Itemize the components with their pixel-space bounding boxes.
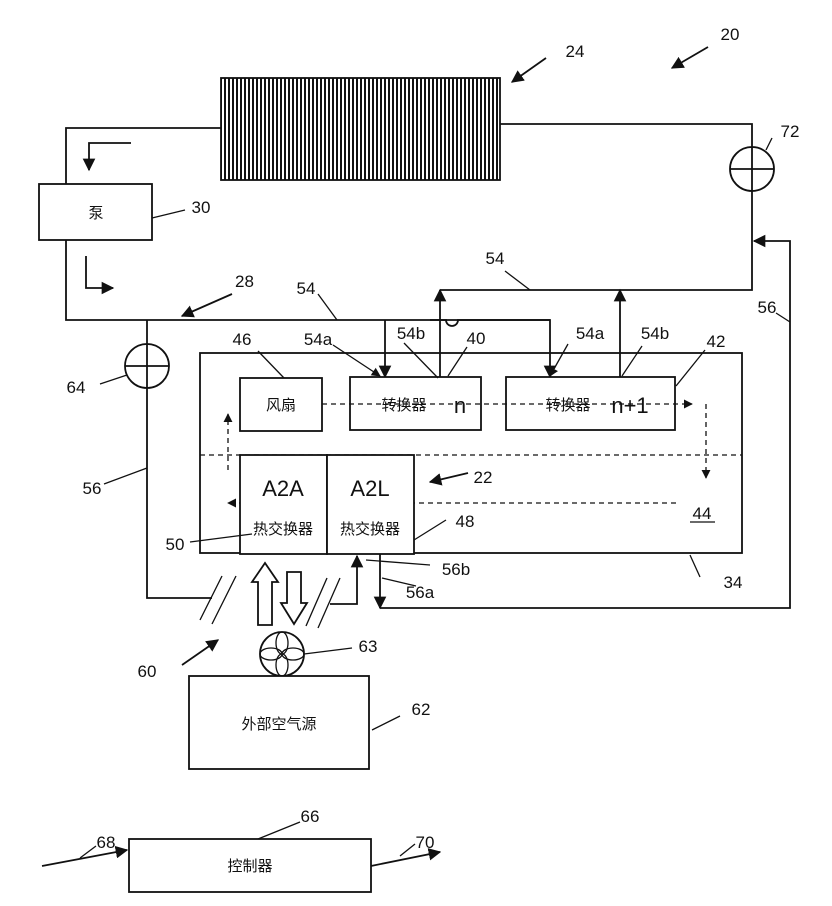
controller-input-arrow — [42, 850, 127, 866]
converter-n-suffix: n — [454, 393, 466, 418]
radiator — [221, 78, 500, 180]
label-42: 42 — [707, 332, 726, 351]
a2a-title: A2A — [262, 476, 304, 501]
converter-n1-label: 转换器 — [545, 396, 590, 414]
label-56b: 56b — [442, 560, 470, 579]
label-68: 68 — [97, 833, 116, 852]
controller-label: 控制器 — [227, 857, 272, 875]
label-63: 63 — [359, 637, 378, 656]
label-28: 28 — [235, 272, 254, 291]
flow-arrow-top — [89, 143, 131, 170]
label-72: 72 — [781, 122, 800, 141]
label-40: 40 — [467, 329, 486, 348]
label-54a-left: 54a — [304, 330, 333, 349]
right-valve-down-line — [440, 191, 752, 290]
left-coolant-line-lower — [66, 240, 385, 320]
flow-arrow-bottom — [86, 256, 113, 288]
label-56-left: 56 — [83, 479, 102, 498]
label-20: 20 — [721, 25, 740, 44]
label-60: 60 — [138, 662, 157, 681]
a2a-exchanger-box — [240, 455, 327, 554]
label-66: 66 — [301, 807, 320, 826]
label-54-top: 54 — [486, 249, 505, 268]
air-up-arrow — [252, 563, 278, 625]
label-34: 34 — [724, 573, 743, 592]
label-48: 48 — [456, 512, 475, 531]
label-62: 62 — [412, 700, 431, 719]
fan-label: 风扇 — [266, 396, 296, 414]
pump-label: 泵 — [88, 204, 103, 222]
line-56-left — [147, 388, 212, 598]
label-54b-left: 54b — [397, 324, 425, 343]
label-54b-right: 54b — [641, 324, 669, 343]
outside-air-label: 外部空气源 — [241, 715, 316, 733]
label-22: 22 — [474, 468, 493, 487]
label-56a: 56a — [406, 583, 435, 602]
a2a-sub: 热交换器 — [253, 520, 313, 538]
label-46: 46 — [233, 330, 252, 349]
right-coolant-line — [500, 124, 752, 147]
label-54a-right: 54a — [576, 324, 605, 343]
controller-output-arrow — [371, 852, 440, 866]
a2l-exchanger-box — [327, 455, 414, 554]
supply-54a-n1 — [430, 320, 550, 377]
converter-n-label: 转换器 — [381, 396, 426, 414]
label-24: 24 — [566, 42, 585, 61]
converter-n1-suffix: n+1 — [611, 393, 648, 418]
label-54-left: 54 — [297, 279, 316, 298]
label-70: 70 — [416, 833, 435, 852]
a2l-title: A2L — [350, 476, 389, 501]
air-down-arrow — [281, 572, 307, 624]
line-56b — [330, 556, 357, 604]
label-56-right: 56 — [758, 298, 777, 317]
label-50: 50 — [166, 535, 185, 554]
a2l-sub: 热交换器 — [340, 520, 400, 538]
label-44: 44 — [693, 504, 712, 523]
label-30: 30 — [192, 198, 211, 217]
label-64: 64 — [67, 378, 86, 397]
